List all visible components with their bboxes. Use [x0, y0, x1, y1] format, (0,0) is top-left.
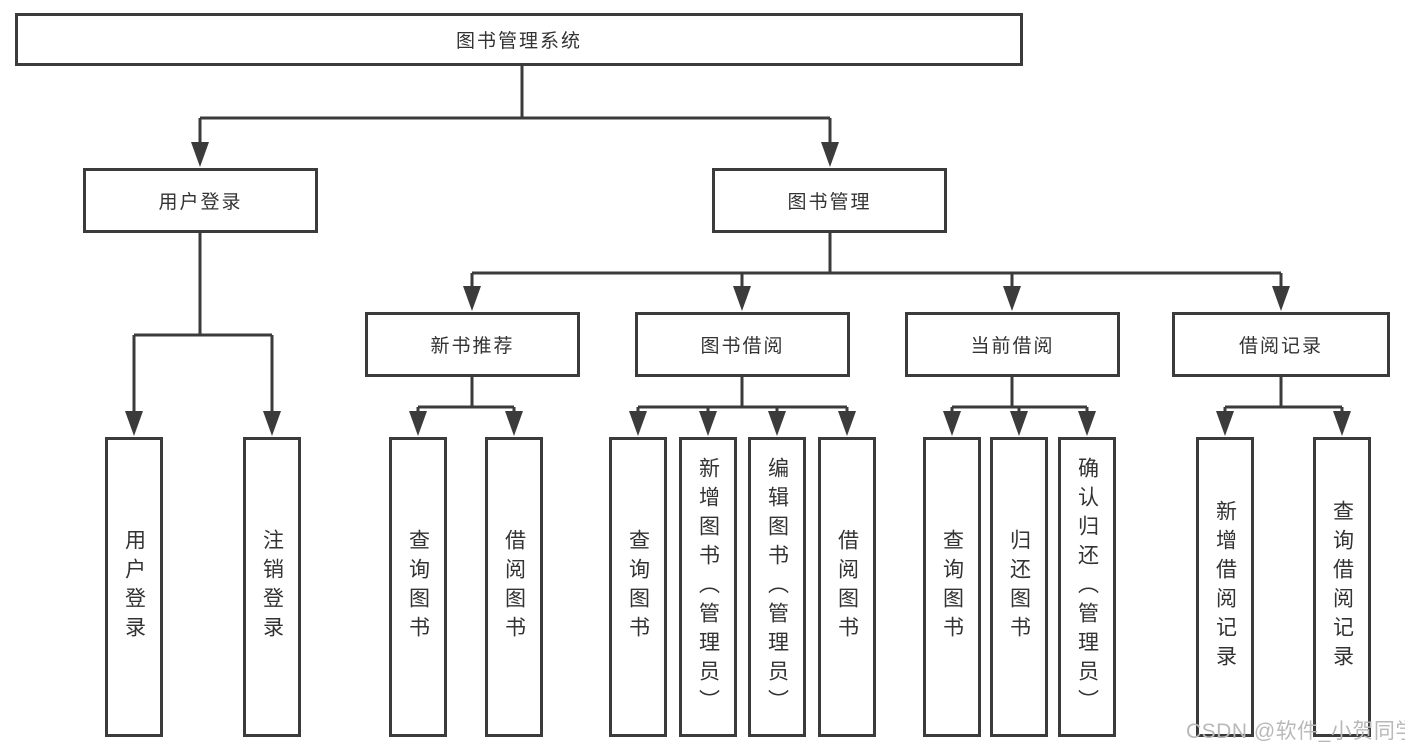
arrow-down-icon: [1272, 286, 1290, 311]
leaf-label: 查询借阅记录: [1330, 500, 1354, 674]
leaf-add-borrow-record: 新增借阅记录: [1196, 437, 1254, 737]
node-book-borrow: 图书借阅: [635, 312, 850, 377]
leaf-add-book-admin: 新增图书（管理员）: [679, 437, 737, 737]
leaf-return-book: 归还图书: [990, 437, 1048, 737]
arrow-down-icon: [505, 411, 523, 436]
leaf-logout: 注销登录: [243, 437, 301, 737]
watermark-csdn: CSDN @软件_小贺同学: [1186, 720, 1405, 743]
leaf-label: 借阅图书: [835, 529, 859, 645]
leaf-label: 确认归还（管理员）: [1075, 456, 1099, 718]
arrow-down-icon: [821, 142, 839, 167]
leaf-borrow-book: 借阅图书: [818, 437, 876, 737]
leaf-label: 查询图书: [406, 529, 430, 645]
node-new-book-recommend: 新书推荐: [365, 312, 580, 377]
leaf-borrow-book-recommend: 借阅图书: [485, 437, 543, 737]
node-label: 图书借阅: [700, 336, 785, 357]
leaf-user-login: 用户登录: [105, 437, 163, 737]
arrow-down-icon: [263, 411, 281, 436]
leaf-label: 借阅图书: [502, 529, 526, 645]
leaf-label: 归还图书: [1007, 529, 1031, 645]
node-user-login: 用户登录: [83, 168, 318, 233]
leaf-label: 新增借阅记录: [1213, 500, 1237, 674]
arrow-down-icon: [1010, 411, 1028, 436]
leaf-query-book-current: 查询图书: [923, 437, 981, 737]
arrow-down-icon: [191, 142, 209, 167]
node-label: 图书管理: [787, 192, 872, 213]
node-label: 用户登录: [158, 192, 243, 213]
node-library-management-system: 图书管理系统: [15, 13, 1023, 66]
arrow-down-icon: [1216, 411, 1234, 436]
arrow-down-icon: [125, 411, 143, 436]
node-label: 借阅记录: [1238, 336, 1323, 357]
leaf-edit-book-admin: 编辑图书（管理员）: [748, 437, 806, 737]
node-label: 当前借阅: [970, 336, 1055, 357]
leaf-confirm-return-admin: 确认归还（管理员）: [1058, 437, 1116, 737]
arrow-down-icon: [629, 411, 647, 436]
leaf-label: 查询图书: [940, 529, 964, 645]
leaf-label: 查询图书: [626, 529, 650, 645]
arrow-down-icon: [463, 286, 481, 311]
leaf-label: 用户登录: [122, 529, 146, 645]
node-borrow-record: 借阅记录: [1172, 312, 1390, 377]
leaf-query-book-borrow: 查询图书: [609, 437, 667, 737]
arrow-down-icon: [768, 411, 786, 436]
leaf-query-borrow-record: 查询借阅记录: [1313, 437, 1371, 737]
node-book-management: 图书管理: [712, 168, 947, 233]
leaf-label: 注销登录: [260, 529, 284, 645]
arrow-down-icon: [1078, 411, 1096, 436]
node-label: 新书推荐: [430, 336, 515, 357]
node-current-borrow: 当前借阅: [905, 312, 1120, 377]
arrow-down-icon: [409, 411, 427, 436]
node-label: 图书管理系统: [455, 31, 582, 52]
arrow-down-icon: [733, 286, 751, 311]
leaf-label: 编辑图书（管理员）: [765, 456, 789, 718]
arrow-down-icon: [699, 411, 717, 436]
arrow-down-icon: [838, 411, 856, 436]
arrow-down-icon: [1333, 411, 1351, 436]
leaf-query-book-recommend: 查询图书: [389, 437, 447, 737]
leaf-label: 新增图书（管理员）: [696, 456, 720, 718]
arrow-down-icon: [943, 411, 961, 436]
arrow-down-icon: [1003, 286, 1021, 311]
